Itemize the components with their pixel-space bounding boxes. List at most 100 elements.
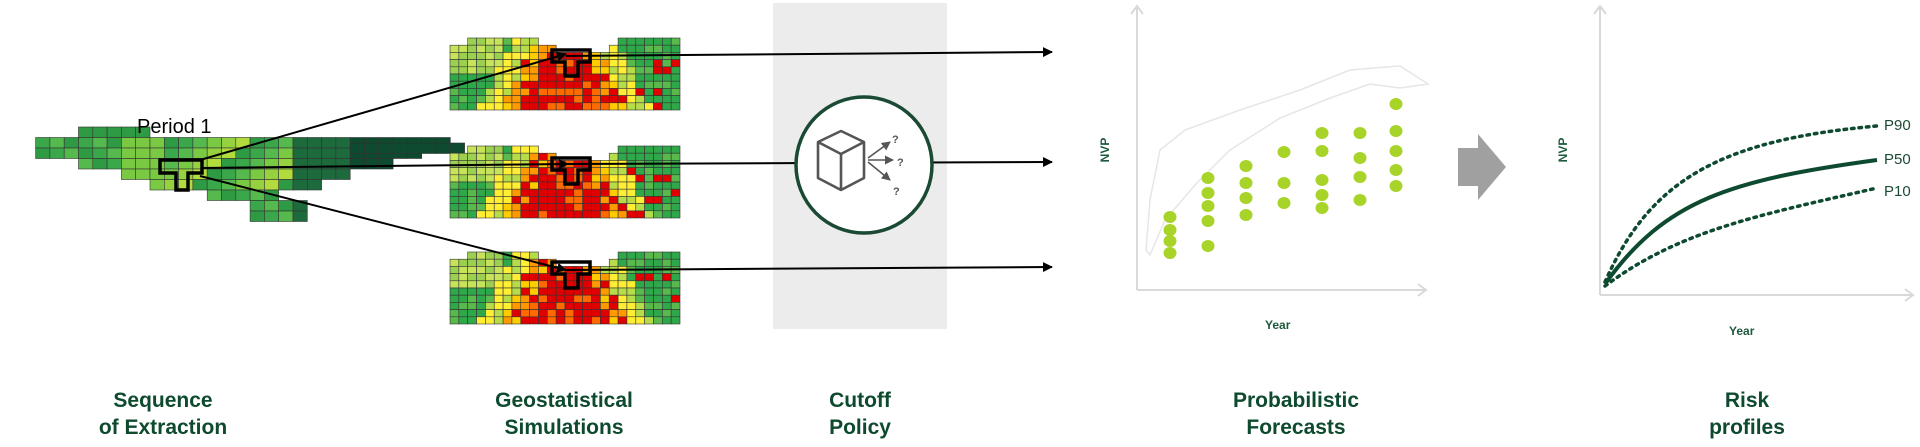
simulation-block (493, 188, 504, 197)
simulation-block (591, 203, 601, 212)
simulation-block (529, 174, 539, 183)
simulation-block (564, 102, 575, 111)
sequence-block (306, 147, 322, 159)
simulation-block (493, 203, 504, 212)
caption-sequence: Sequence of Extraction (33, 387, 293, 441)
simulation-block (591, 210, 601, 219)
simulation-block (617, 95, 628, 104)
simulation-block (520, 280, 530, 289)
simulation-block (635, 210, 645, 219)
simulation-block (493, 102, 504, 111)
simulation-block (511, 280, 522, 289)
sequence-block (449, 142, 465, 154)
sequence-block (306, 137, 322, 149)
simulation-block (617, 302, 628, 310)
simulation-block (511, 210, 522, 219)
simulation-block (617, 145, 628, 154)
sequence-block (335, 168, 351, 180)
sequence-block (135, 158, 151, 170)
simulation-block (493, 37, 504, 46)
simulation-block (467, 59, 477, 68)
simulation-block (502, 266, 513, 274)
simulation-block (493, 174, 504, 183)
simulation-block (485, 80, 495, 89)
simulation-block (608, 95, 619, 104)
simulation-block (547, 73, 557, 82)
simulation-block (600, 88, 610, 96)
simulation-block (573, 316, 583, 325)
caption-geostat-line1: Geostatistical (495, 389, 633, 412)
simulation-block (653, 287, 663, 296)
simulation-block (626, 145, 637, 154)
simulation-block (538, 316, 548, 325)
simulation-block (582, 309, 592, 318)
simulation-block (608, 167, 619, 176)
sequence-block (106, 137, 122, 149)
simulation-block (538, 309, 548, 318)
simulation-block (458, 316, 468, 325)
simulation-block (520, 294, 530, 303)
simulation-block (626, 280, 637, 289)
simulation-block (644, 287, 654, 296)
simulation-block (485, 88, 495, 96)
forecast-dot (1201, 187, 1215, 199)
sequence-block (278, 210, 294, 222)
simulation-block (573, 309, 583, 318)
simulation-block (449, 316, 460, 325)
simulation-block (493, 167, 504, 176)
simulation-block (458, 203, 468, 212)
simulation-block (467, 188, 477, 197)
simulation-block (591, 273, 601, 282)
simulation-block (529, 44, 539, 53)
simulation-block (476, 210, 486, 219)
simulation-block (449, 294, 460, 303)
simulation-block (670, 251, 681, 260)
simulation-block (653, 302, 663, 310)
simulation-block (653, 66, 663, 75)
risk-curve-p10 (1603, 186, 1879, 288)
simulation-block (635, 309, 645, 318)
sequence-block (249, 200, 265, 212)
sequence-block (106, 158, 122, 170)
forecast-uncertainty-envelope (1145, 65, 1431, 257)
simulation-block (635, 44, 645, 53)
simulation-block (626, 287, 637, 296)
simulation-block (662, 95, 672, 104)
simulation-block (458, 196, 468, 204)
sequence-block (321, 168, 337, 180)
simulation-block (458, 280, 468, 289)
simulation-block (644, 59, 654, 68)
simulation-block (670, 167, 681, 176)
simulation-block (635, 316, 645, 325)
simulation-block (467, 273, 477, 282)
simulation-block (529, 287, 539, 296)
simulation-block (511, 266, 522, 274)
simulation-block (476, 145, 486, 154)
simulation-block (485, 44, 495, 53)
simulation-block (564, 316, 575, 325)
simulation-block (555, 188, 566, 197)
simulation-block (520, 37, 530, 46)
simulation-block (502, 37, 513, 46)
sequence-block (135, 147, 151, 159)
simulation-block (493, 287, 504, 296)
simulation-block (493, 152, 504, 161)
forecast-dot (1239, 177, 1253, 189)
simulation-block (467, 44, 477, 53)
simulation-block (653, 37, 663, 46)
sequence-block (192, 137, 208, 149)
simulation-block (617, 196, 628, 204)
sequence-block (92, 137, 108, 149)
simulation-block (529, 210, 539, 219)
simulation-block (502, 181, 513, 190)
simulation-block (502, 52, 513, 60)
simulation-block (502, 309, 513, 318)
simulation-block (670, 88, 681, 96)
simulation-block (582, 196, 592, 204)
simulation-block (511, 258, 522, 267)
simulation-block (502, 73, 513, 82)
simulation-block (617, 59, 628, 68)
sequence-block (349, 158, 365, 170)
forecast-dot (1163, 235, 1177, 247)
sim-block-outline-3 (550, 260, 592, 290)
